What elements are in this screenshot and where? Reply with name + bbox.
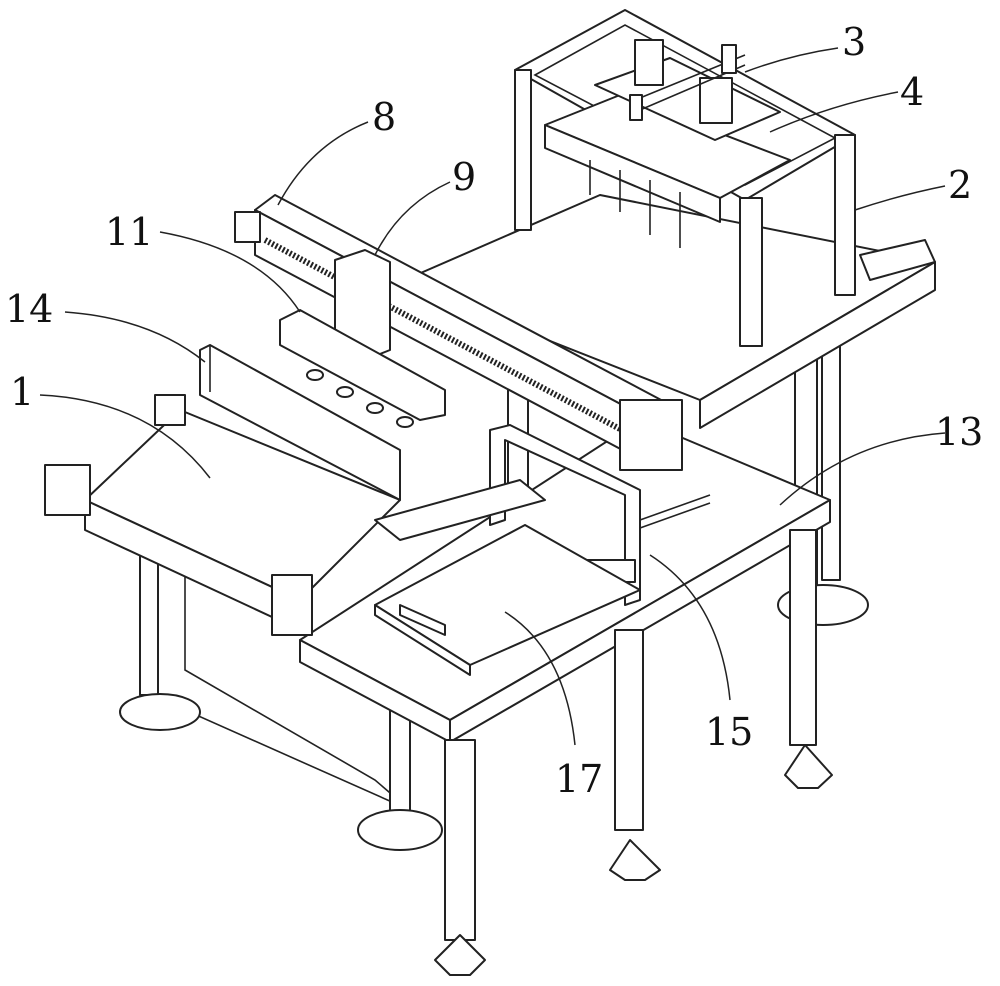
conveyor-motor: [45, 465, 90, 515]
label-17: 17: [555, 757, 603, 801]
label-9: 9: [452, 155, 476, 199]
label-13: 13: [935, 410, 983, 454]
label-11: 11: [105, 210, 153, 254]
label-2: 2: [948, 163, 972, 207]
cylinder: [700, 78, 732, 123]
cylinder: [635, 40, 663, 85]
label-3: 3: [842, 20, 866, 64]
label-8: 8: [372, 95, 396, 139]
label-1: 1: [10, 370, 34, 414]
label-14: 14: [5, 287, 53, 331]
label-15: 15: [705, 710, 753, 754]
label-4: 4: [900, 70, 924, 114]
